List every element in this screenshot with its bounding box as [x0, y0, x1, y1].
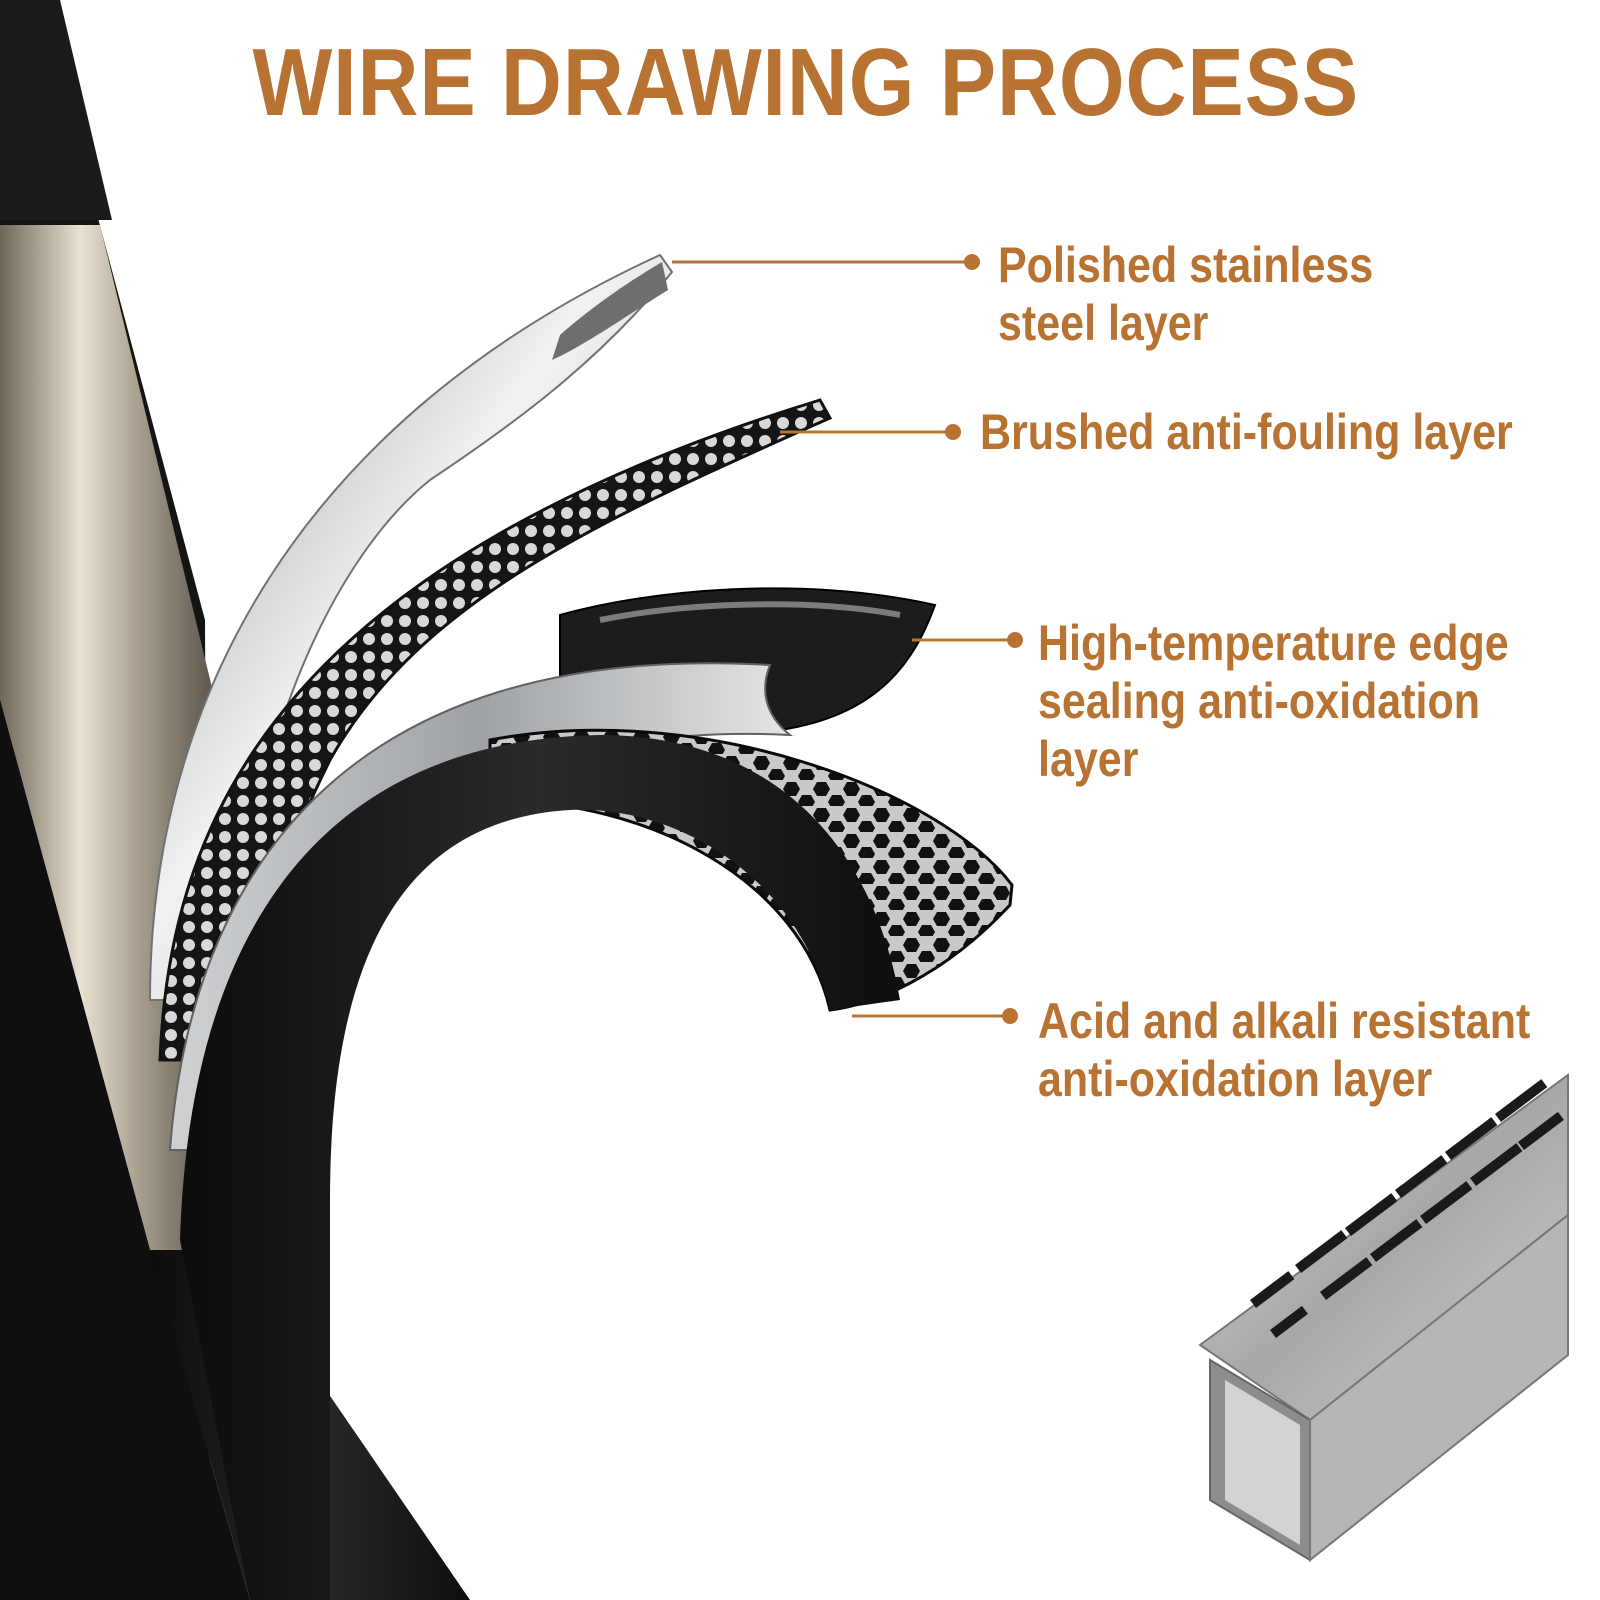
layer-label-polished-steel: Polished stainless steel layer	[998, 236, 1373, 352]
layer-label-edge-sealing: High-temperature edge sealing anti-oxida…	[1038, 614, 1509, 788]
leader-dot-4	[1002, 1008, 1018, 1024]
layer-label-line: steel layer	[998, 295, 1209, 351]
leader-dot-1	[964, 254, 980, 270]
leader-lines	[672, 254, 1023, 1024]
page-title: WIRE DRAWING PROCESS	[252, 29, 1360, 136]
layer-label-line: Acid and alkali resistant	[1038, 993, 1531, 1049]
layer-label-line: sealing anti-oxidation	[1038, 673, 1480, 729]
layer-label-line: Polished stainless	[998, 237, 1374, 293]
layer-label-line: High-temperature edge	[1038, 615, 1509, 671]
layer-label-acid-alkali-resistant: Acid and alkali resistant anti-oxidation…	[1038, 992, 1530, 1108]
layer-label-line: Brushed anti-fouling layer	[980, 404, 1513, 460]
leader-dot-2	[945, 424, 961, 440]
leader-dot-3	[1007, 632, 1023, 648]
layer-label-brushed-anti-fouling: Brushed anti-fouling layer	[980, 403, 1513, 461]
layer-label-line: anti-oxidation layer	[1038, 1051, 1433, 1107]
layer-label-line: layer	[1038, 731, 1139, 787]
